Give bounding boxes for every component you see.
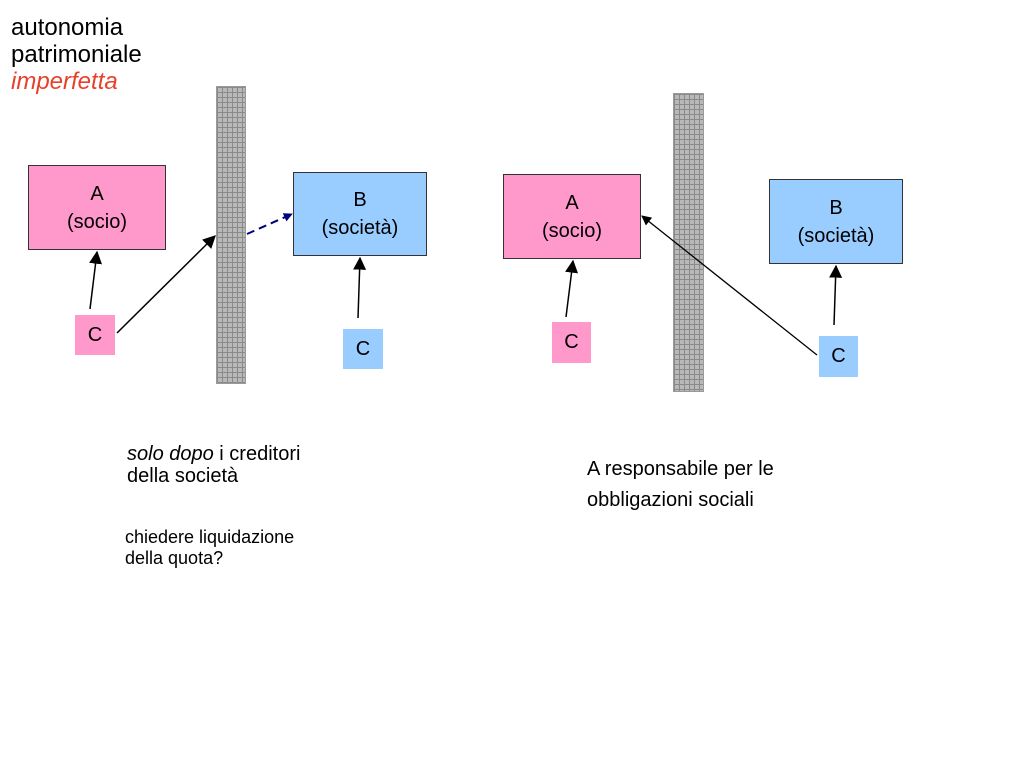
right-note-line2: obbligazioni sociali [587,489,754,511]
right-c-socio-creditor: C [552,322,591,363]
right-c-socio-label: C [564,331,579,353]
left-note-liquidazione-line2: della quota? [125,548,224,568]
left-box-b-societa: B (società) [293,172,427,256]
left-dashed-wall-to-b-arrow [246,213,293,235]
left-box-a-label: (socio) [66,210,127,233]
left-wall [216,86,246,384]
left-c-societa-creditor: C [343,329,383,369]
left-box-a-letter: A [90,182,104,205]
left-box-b-label: (società) [321,217,399,239]
left-c-to-a-arrow [89,250,103,310]
right-c-societa-creditor: C [819,336,858,377]
title-line-1: autonomia [11,14,124,41]
left-note-liquidazione-line1: chiedere liquidazione [125,527,295,547]
left-box-a-socio: A (socio) [28,165,166,250]
left-box-b-letter: B [353,189,367,211]
right-box-b-societa: B (società) [769,179,903,264]
left-note-solo-dopo-italic: solo dopo [127,443,214,465]
left-note-solo-dopo: solo dopo i creditori della società [127,443,300,487]
left-c-to-b-arrow [353,256,367,319]
left-c-socio-creditor: C [75,315,115,355]
right-box-a-socio: A (socio) [503,174,641,259]
right-wall [673,93,704,392]
left-c-societa-label: C [355,337,371,360]
left-c-to-wall-arrow [116,235,216,334]
right-box-a-label: (socio) [541,219,602,242]
right-box-b-letter: B [829,196,843,219]
left-note-liquidazione: chiedere liquidazione della quota? [125,527,294,569]
right-c-across-wall-to-a-arrow [641,215,818,356]
right-note-responsabile: A responsabile per le obbligazioni socia… [587,454,774,516]
slide-title: autonomia patrimoniale imperfetta [11,14,142,95]
right-c-to-b-arrow [829,264,843,326]
right-c-to-a-arrow [565,259,578,318]
right-note-line1: A responsabile per le [587,458,774,480]
title-line-2: patrimoniale [11,41,142,68]
left-note-solo-dopo-rest: i creditori [213,443,301,465]
right-box-b-label: (società) [797,224,875,247]
right-c-societa-label: C [831,345,846,367]
right-box-a-letter: A [565,191,579,214]
title-line-3-accent: imperfetta [11,68,118,95]
left-note-solo-dopo-line2: della società [127,465,239,487]
left-c-socio-label: C [87,323,103,346]
